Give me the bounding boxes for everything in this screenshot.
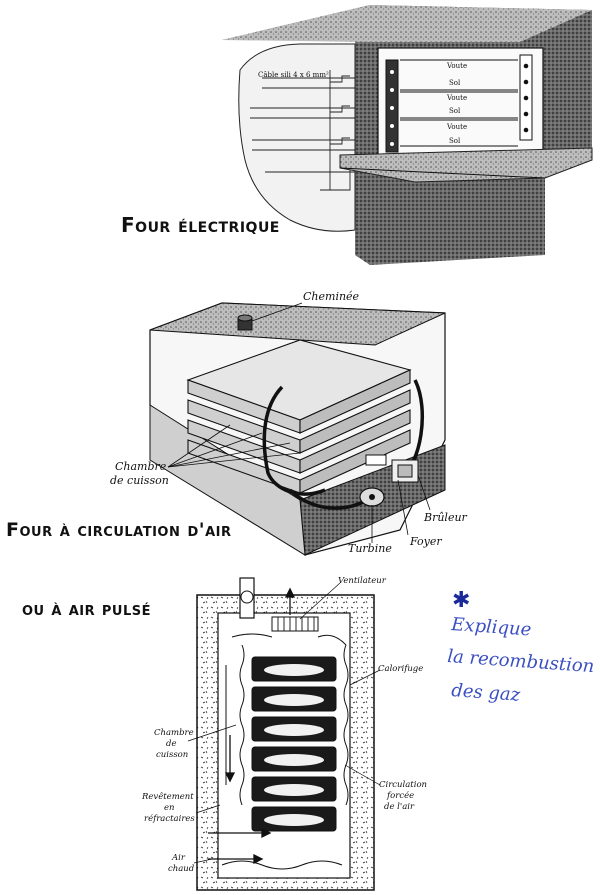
insulation-label: Calorifuge (378, 664, 424, 674)
chimney-label: Cheminée (303, 290, 360, 303)
cable-label: Câble sili 4 x 6 mm² (258, 71, 329, 79)
electric-oven-section: Câble sili 4 x 6 mm² Voute Sol Voute Sol… (0, 0, 600, 270)
refractory-label-b: en (164, 803, 175, 813)
cooking-chamber-label-2: de cuisson (110, 474, 169, 487)
air-circulation-oven-title: Four à circulation d'air (6, 519, 232, 541)
forced-air-oven-drawing (187, 577, 381, 891)
burner-label: Brûleur (424, 511, 467, 524)
forced-air-oven-title: ou à air pulsé (22, 599, 151, 620)
hot-air-label-b: chaud (168, 864, 195, 874)
electric-oven-drawing (222, 5, 593, 265)
layer-3-top-label: Voute (447, 123, 468, 131)
cooking-chamber-label-b: de (166, 739, 177, 749)
fan-label: Ventilateur (338, 576, 386, 586)
cooking-chamber-label-c: cuisson (156, 750, 189, 760)
air-circulation-oven-section: Cheminée Chambre de cuisson Brûleur Foye… (0, 285, 600, 565)
refractory-label-a: Revêtement (142, 792, 194, 802)
layer-2-top-label: Voute (447, 94, 468, 102)
forced-circulation-label-c: de l'air (384, 802, 415, 812)
turbine-label: Turbine (348, 542, 392, 555)
firebox-label: Foyer (410, 535, 442, 548)
forced-air-oven-section: ou à air pulsé Ventilateur Calorifuge Ch… (0, 575, 600, 895)
air-circulation-oven-drawing (149, 302, 446, 556)
layer-1-top-label: Voute (447, 62, 468, 70)
forced-circulation-label-a: Circulation (379, 780, 428, 790)
cooking-chamber-label-1: Chambre (115, 460, 167, 473)
layer-1-bottom-label: Sol (449, 79, 461, 87)
layer-2-bottom-label: Sol (449, 107, 461, 115)
refractory-label-c: réfractaires (144, 814, 195, 824)
hot-air-label-a: Air (172, 853, 185, 863)
forced-circulation-label-b: forcée (387, 791, 415, 801)
cooking-chamber-label-a: Chambre (154, 728, 194, 738)
layer-3-bottom-label: Sol (449, 137, 461, 145)
asterisk-mark: ✱ (452, 588, 471, 613)
electric-oven-title: Four électrique (121, 213, 280, 237)
